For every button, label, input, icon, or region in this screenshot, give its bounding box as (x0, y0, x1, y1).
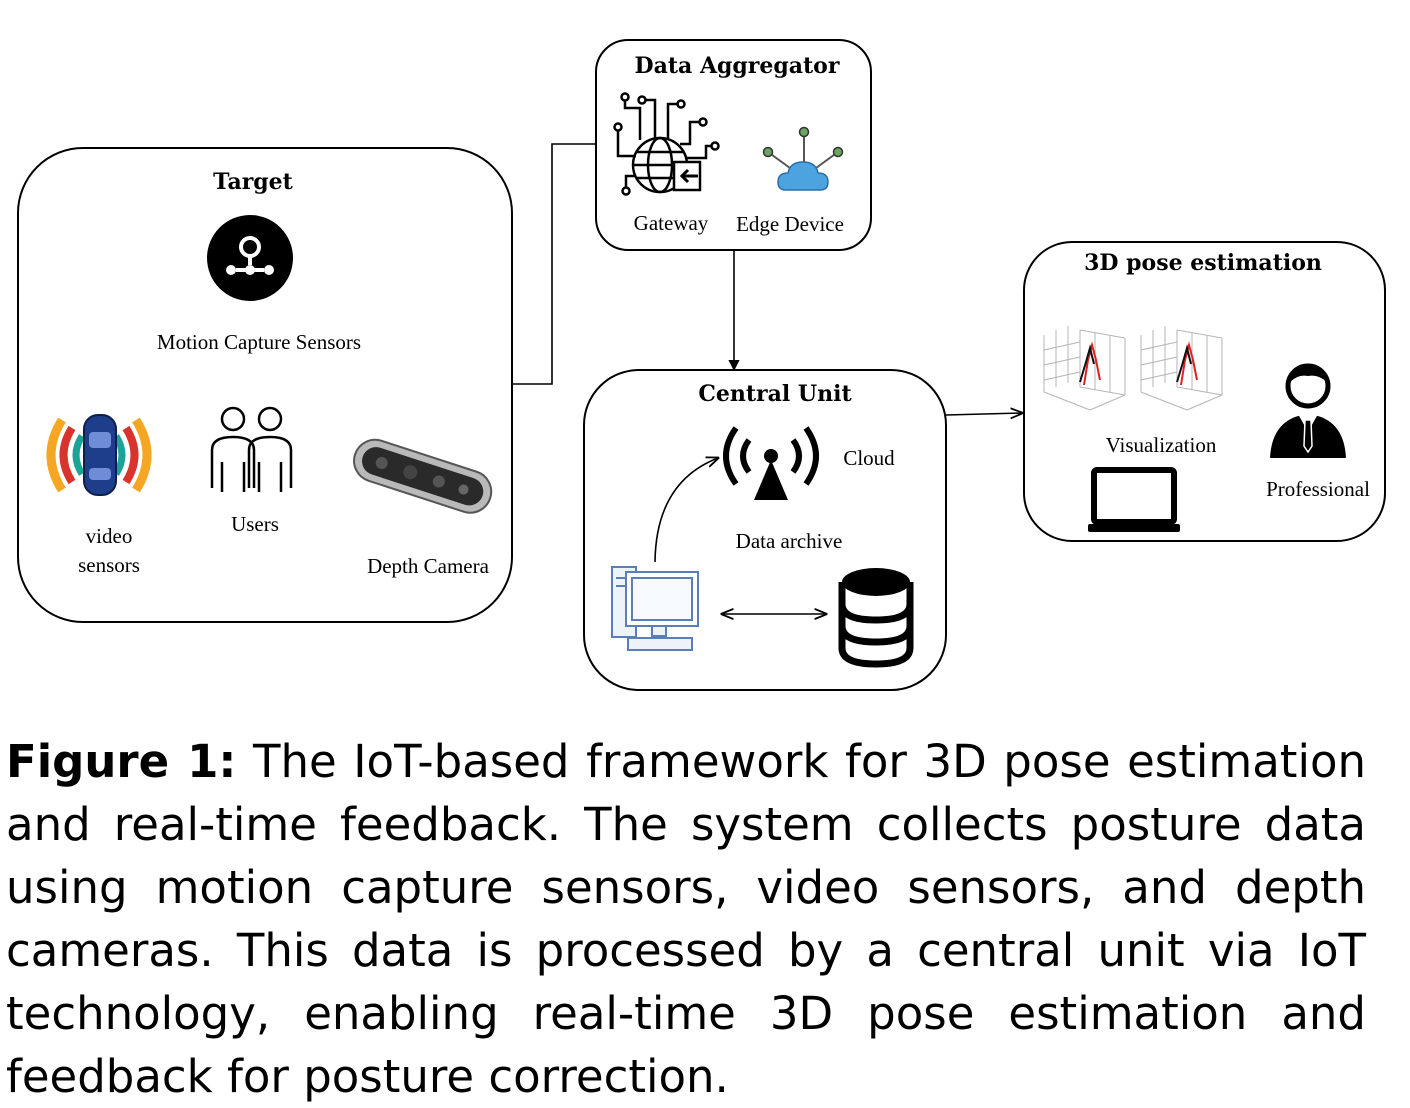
motion-capture-label: Motion Capture Sensors (157, 330, 361, 354)
pose-estimation-box: 3D pose estimation (1023, 241, 1386, 542)
edge-device-label: Edge Device (736, 212, 844, 236)
edge-device-icon (762, 126, 844, 191)
gateway-label: Gateway (634, 211, 709, 235)
target-title: Target (213, 169, 293, 195)
framework-diagram: Target Motion Capture Sensors video sens… (17, 39, 1386, 691)
professional-icon (1270, 363, 1346, 458)
data-aggregator-box: Data Aggregator Gateway (595, 39, 872, 251)
data-archive-label: Data archive (736, 529, 843, 553)
cloud-label: Cloud (843, 446, 895, 470)
pose-plot-2-icon (1140, 326, 1223, 411)
central-unit-box: Central Unit Cloud Data archive (583, 369, 947, 691)
laptop-icon (1088, 467, 1180, 532)
aggregator-title: Data Aggregator (635, 53, 840, 79)
visualization-label: Visualization (1106, 433, 1217, 457)
pose-plot-1-icon (1043, 326, 1126, 411)
figure-caption-label: Figure 1: (6, 735, 237, 788)
target-box: Target Motion Capture Sensors video sens… (17, 147, 513, 623)
motion-capture-icon (207, 215, 293, 301)
database-icon (838, 568, 914, 668)
video-sensors-label-line2: sensors (78, 553, 140, 577)
depth-camera-label: Depth Camera (367, 554, 490, 578)
pose-title: 3D pose estimation (1084, 250, 1322, 276)
video-sensors-icon (46, 414, 152, 496)
target-to-aggregator-connector (512, 143, 596, 385)
video-sensors-label-line1: video (86, 524, 133, 548)
computer-to-cloud-arrow (654, 458, 718, 563)
figure-caption-text: The IoT-based framework for 3D pose esti… (6, 735, 1367, 1103)
central-title: Central Unit (698, 381, 852, 407)
users-icon (210, 406, 293, 492)
cloud-antenna-icon (723, 426, 819, 500)
computer-icon (611, 566, 699, 651)
figure-caption: Figure 1: The IoT-based framework for 3D… (6, 730, 1366, 1108)
depth-camera-icon (353, 438, 493, 514)
professional-label: Professional (1266, 477, 1370, 501)
users-label: Users (231, 512, 279, 536)
gateway-icon (613, 92, 720, 196)
central-to-pose-arrow (945, 413, 1022, 415)
